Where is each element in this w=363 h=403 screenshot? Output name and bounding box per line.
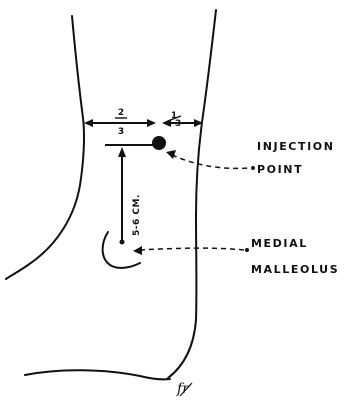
fraction-left-denominator: 3 (118, 127, 124, 137)
injection-leader-arrowhead (166, 150, 176, 159)
sole-outline (25, 370, 170, 379)
artist-signature: fr (176, 381, 190, 397)
injection-leader-end-dot (251, 166, 255, 170)
injection-leader-line (172, 155, 250, 168)
malleolus-label-line1: MEDIAL (251, 237, 308, 250)
arrowhead-mid-left (147, 119, 156, 127)
vertical-arrowhead (118, 147, 126, 157)
injection-point-dot (152, 136, 166, 150)
arrowhead-left (84, 119, 93, 127)
malleolus-leader-line (140, 248, 244, 250)
malleolus-label-line2: MALLEOLUS (251, 263, 339, 276)
fraction-left-numerator: 2 (118, 108, 124, 118)
leg-outline-right (168, 10, 216, 378)
fraction-right-denominator: 3 (175, 119, 181, 129)
malleolus-leader-end-dot (245, 248, 249, 252)
injection-label-line1: INJECTION (257, 140, 335, 153)
malleolus-leader-arrowhead (133, 246, 142, 255)
measurement-label: 5-6 CM. (132, 194, 142, 236)
malleolus-point-dot (120, 240, 125, 245)
injection-label-line2: POINT (257, 163, 303, 176)
leg-outline-left (6, 16, 84, 279)
